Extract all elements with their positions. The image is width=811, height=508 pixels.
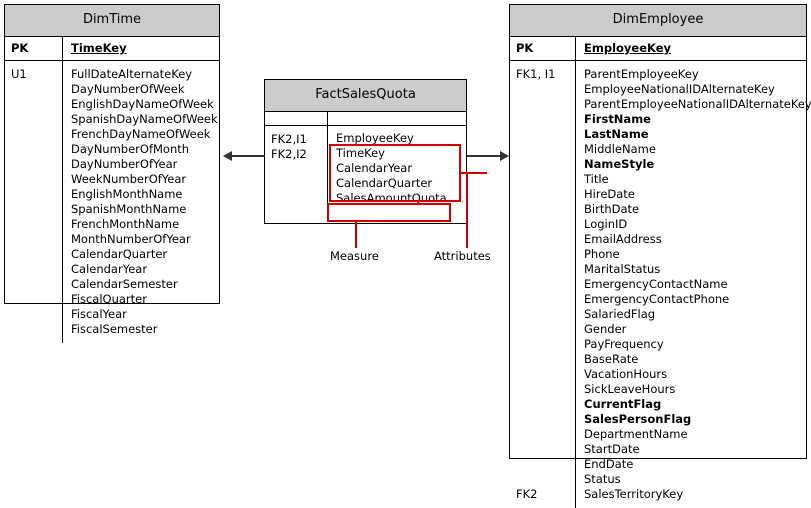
pk-row-fact-sales-quota <box>265 111 466 126</box>
relationship-arrow-to-dimemployee <box>500 151 509 161</box>
field-payfrequency: PayFrequency <box>584 336 664 351</box>
pk-field-dim-time: TimeKey <box>71 40 127 55</box>
field-salespersonflag: SalesPersonFlag <box>584 411 692 426</box>
field-fulldatealternatekey: FullDateAlternateKey <box>71 66 193 81</box>
field-englishdaynameofweek: EnglishDayNameOfWeek <box>71 96 214 111</box>
field-status: Status <box>584 471 621 486</box>
pk-row-dim-employee: PK EmployeeKey <box>510 36 806 61</box>
field-parentemployeenationalidalternatekey: ParentEmployeeNationalIDAlternateKey <box>584 96 811 111</box>
field-daynumberofweek: DayNumberOfWeek <box>71 81 185 96</box>
relationship-arrow-to-dimtime <box>223 151 232 161</box>
field-firstname: FirstName <box>584 111 651 126</box>
pk-key-label-dim-employee: PK <box>510 36 576 60</box>
key-column-dim-employee: FK1, I1 FK2 <box>510 60 576 508</box>
pk-row-dim-time: PK TimeKey <box>5 36 219 61</box>
callout-label-attributes: Attributes <box>434 249 491 263</box>
callout-leader-measure <box>355 222 357 248</box>
field-loginid: LoginID <box>584 216 628 231</box>
pk-field-dim-employee: EmployeeKey <box>584 40 672 55</box>
entity-dim-time[interactable]: DimTime PK TimeKey U1 FullDateAlternateK… <box>4 4 220 343</box>
relationship-line-fact-dimemployee <box>467 155 500 157</box>
field-birthdate: BirthDate <box>584 201 640 216</box>
field-frenchdaynameofweek: FrenchDayNameOfWeek <box>71 126 211 141</box>
relationship-line-dimtime-fact <box>232 155 265 157</box>
field-lastname: LastName <box>584 126 649 141</box>
key-constraint: FK2,I1 <box>271 131 307 146</box>
field-sickleavehours: SickLeaveHours <box>584 381 676 396</box>
field-salesterritorykey: SalesTerritoryKey <box>584 486 684 501</box>
field-calendarquarter: CalendarQuarter <box>71 246 168 261</box>
field-emailaddress: EmailAddress <box>584 231 662 246</box>
field-englishmonthname: EnglishMonthName <box>71 186 183 201</box>
field-salesamountquota: SalesAmountQuota <box>336 190 447 205</box>
field-vacationhours: VacationHours <box>584 366 668 381</box>
field-maritalstatus: MaritalStatus <box>584 261 661 276</box>
key-constraint: FK1, I1 <box>516 66 556 81</box>
field-enddate: EndDate <box>584 456 634 471</box>
field-weeknumberofyear: WeekNumberOfYear <box>71 171 187 186</box>
key-column-dim-time: U1 <box>5 60 63 343</box>
field-gender: Gender <box>584 321 627 336</box>
field-calendaryear: CalendarYear <box>71 261 148 276</box>
field-fiscalyear: FiscalYear <box>71 306 127 321</box>
callout-leader-attributes-vertical <box>466 172 468 248</box>
field-currentflag: CurrentFlag <box>584 396 662 411</box>
entity-title-dim-time: DimTime <box>5 5 219 37</box>
field-frenchmonthname: FrenchMonthName <box>71 216 180 231</box>
callout-leader-attributes-horizontal <box>461 172 487 174</box>
callout-label-measure: Measure <box>330 249 379 263</box>
field-title: Title <box>584 171 609 186</box>
field-calendarsemester: CalendarSemester <box>71 276 178 291</box>
entity-title-dim-employee: DimEmployee <box>510 5 806 37</box>
field-fiscalsemester: FiscalSemester <box>71 321 158 336</box>
entity-title-fact-sales-quota: FactSalesQuota <box>265 80 466 112</box>
field-namestyle: NameStyle <box>584 156 655 171</box>
field-salariedflag: SalariedFlag <box>584 306 656 321</box>
field-daynumberofyear: DayNumberOfYear <box>71 156 178 171</box>
field-monthnumberofyear: MonthNumberOfYear <box>71 231 191 246</box>
key-constraint: FK2 <box>516 486 538 501</box>
field-middlename: MiddleName <box>584 141 656 156</box>
field-employeenationalidalternatekey: EmployeeNationalIDAlternateKey <box>584 81 775 96</box>
pk-field-fact-sales-quota <box>328 112 466 125</box>
pk-key-label-fact-sales-quota <box>265 111 328 125</box>
field-emergencycontactphone: EmergencyContactPhone <box>584 291 730 306</box>
field-spanishmonthname: SpanishMonthName <box>71 201 187 216</box>
entity-fact-sales-quota[interactable]: FactSalesQuota FK2,I1 FK2,I2 EmployeeKey… <box>264 79 467 224</box>
field-phone: Phone <box>584 246 620 261</box>
pk-key-label-dim-time: PK <box>5 36 63 60</box>
field-fiscalquarter: FiscalQuarter <box>71 291 147 306</box>
field-employeekey: EmployeeKey <box>336 130 414 145</box>
key-constraint: U1 <box>11 66 27 81</box>
field-departmentname: DepartmentName <box>584 426 688 441</box>
entity-dim-employee[interactable]: DimEmployee PK EmployeeKey FK1, I1 FK2 P… <box>509 4 811 508</box>
field-calendarquarter: CalendarQuarter <box>336 175 433 190</box>
field-parentemployeekey: ParentEmployeeKey <box>584 66 699 81</box>
field-daynumberofmonth: DayNumberOfMonth <box>71 141 190 156</box>
field-startdate: StartDate <box>584 441 640 456</box>
field-spanishdaynameofweek: SpanishDayNameOfWeek <box>71 111 218 126</box>
field-timekey: TimeKey <box>336 145 385 160</box>
field-calendaryear: CalendarYear <box>336 160 413 175</box>
key-column-fact-sales-quota: FK2,I1 FK2,I2 <box>265 125 328 212</box>
key-constraint: FK2,I2 <box>271 146 307 161</box>
field-emergencycontactname: EmergencyContactName <box>584 276 728 291</box>
field-baserate: BaseRate <box>584 351 639 366</box>
field-hiredate: HireDate <box>584 186 635 201</box>
